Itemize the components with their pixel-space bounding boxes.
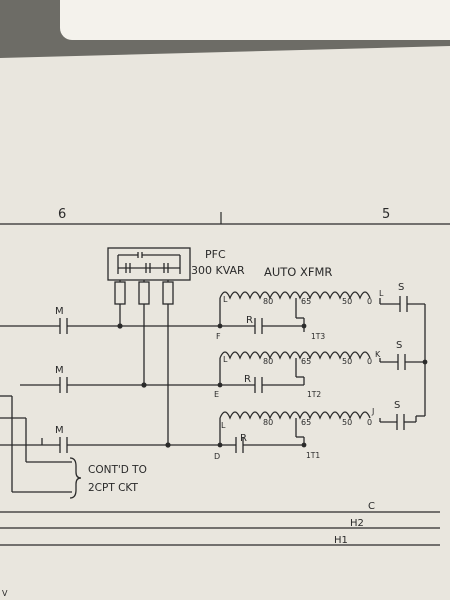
column-marker-right: 5 <box>382 207 390 222</box>
circuit-row-2 <box>20 351 425 393</box>
top-card <box>60 0 450 40</box>
bottom-terminal-label: E <box>214 390 219 399</box>
tap-label: 0 <box>367 357 372 366</box>
right-end-label: K <box>375 350 381 359</box>
m-contact-label: M <box>55 306 64 317</box>
tap-label: 50 <box>342 297 352 306</box>
junction-dot <box>217 442 223 448</box>
right-end-label: J <box>371 407 374 416</box>
tap-label: 65 <box>301 418 311 427</box>
continuation-note-line2: 2CPT CKT <box>88 482 138 494</box>
pfc-name: PFC <box>205 248 226 261</box>
s-contact-label: S <box>398 282 404 293</box>
tap-label: 65 <box>301 357 311 366</box>
bus-label-c: C <box>368 501 375 512</box>
bus-label-h1: H1 <box>334 535 348 546</box>
s-contact-label: S <box>396 340 402 351</box>
bus-label-h2: H2 <box>350 518 364 529</box>
s-contact-label: S <box>394 400 400 411</box>
left-end-label: L <box>223 295 228 304</box>
tap-label: 80 <box>263 297 273 306</box>
junction-dot <box>422 359 428 365</box>
output-terminal-label: 1T2 <box>307 390 321 399</box>
paper-sheet <box>0 46 450 600</box>
autotransformer-label: AUTO XFMR <box>264 265 332 279</box>
tap-label: 65 <box>301 297 311 306</box>
pfc-rating: 300 KVAR <box>191 264 245 277</box>
m-contact-label: M <box>55 425 64 436</box>
left-end-label: L <box>223 355 228 364</box>
bottom-terminal-label: F <box>216 332 221 341</box>
junction-dot <box>301 323 307 329</box>
r-contact-label: R <box>246 315 253 326</box>
r-contact-label: R <box>240 433 247 444</box>
right-end-label: L <box>379 289 384 298</box>
junction-dot <box>217 323 223 329</box>
bottom-terminal-label: D <box>214 452 220 461</box>
column-marker-left: 6 <box>58 207 66 222</box>
tap-label: 80 <box>263 357 273 366</box>
continuation-note-line1: CONT'D TO <box>88 464 147 476</box>
corner-mark: V <box>2 589 8 598</box>
tap-label: 0 <box>367 297 372 306</box>
m-contact-label: M <box>55 365 64 376</box>
circuit-row-3 <box>0 395 425 499</box>
bus-lines <box>0 511 440 546</box>
left-end-label: L <box>221 421 226 430</box>
output-terminal-label: 1T1 <box>306 451 320 460</box>
pfc-capacitor-bank <box>107 247 191 445</box>
junction-dot <box>217 382 223 388</box>
tap-label: 80 <box>263 418 273 427</box>
r-contact-label: R <box>244 374 251 385</box>
tap-label: 50 <box>342 357 352 366</box>
output-terminal-label: 1T3 <box>311 332 325 341</box>
junction-dot <box>301 442 307 448</box>
tap-label: 0 <box>367 418 372 427</box>
tap-label: 50 <box>342 418 352 427</box>
